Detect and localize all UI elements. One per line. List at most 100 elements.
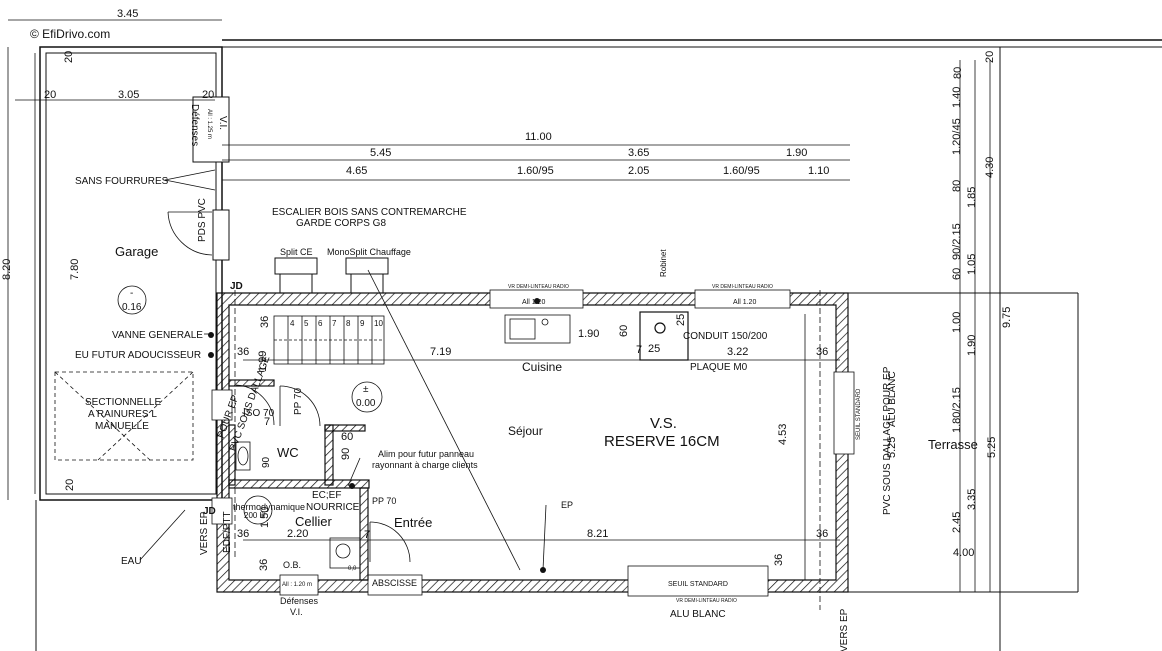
dim-1-90: 1.90	[786, 147, 807, 159]
dim-8-21: 8.21	[587, 528, 608, 540]
ob-label: O.B.	[283, 560, 301, 570]
dim-20: 20	[202, 89, 214, 101]
dim-1-60-95: 1.60/95	[517, 165, 554, 177]
dim-7: 7	[264, 416, 270, 428]
stair-step-6: 6	[318, 319, 323, 328]
terrace-outline	[848, 292, 1079, 593]
dim-80: 80	[952, 67, 964, 79]
dim-4-65: 4.65	[346, 165, 367, 177]
seuil-bottom-label: SEUIL STANDARD	[668, 581, 728, 588]
vi-label: V.I.	[217, 116, 228, 130]
jd-label: JD	[230, 281, 243, 292]
seuil-right-label: SEUIL STANDARD	[856, 388, 862, 440]
dim-1-99: 1.99	[257, 351, 269, 372]
room-reserve: RESERVE 16CM	[604, 433, 720, 450]
dim-4-00: 4.00	[953, 547, 974, 559]
dim-2-20: 2.20	[287, 528, 308, 540]
room-cellier: Cellier	[295, 514, 333, 529]
conduit-label: CONDUIT 150/200	[683, 331, 768, 342]
robinet-label: Robinet	[659, 249, 668, 277]
dim-60: 60	[951, 268, 963, 280]
room-names: Garage Cuisine Séjour V.S. RESERVE 16CM …	[115, 244, 978, 530]
nourrice-label: NOURRICE	[306, 502, 360, 513]
stair-step-10: 10	[374, 319, 383, 328]
plaque-label: PLAQUE M0	[690, 362, 748, 373]
dim-1-50: 1.50	[259, 507, 271, 528]
dim-4-53: 4.53	[777, 424, 789, 445]
dim-20: 20	[984, 51, 996, 63]
dim-1-60-95: 1.60/95	[723, 165, 760, 177]
dim-36: 36	[773, 554, 785, 566]
markers	[208, 298, 546, 573]
fixtures	[117, 285, 383, 569]
labels: Défenses V.I. All : 1.25 m SANS FOURRURE…	[75, 104, 898, 651]
pp70-label: PP 70	[372, 496, 396, 506]
dim-36: 36	[237, 346, 249, 358]
dim-1-90: 1.90	[578, 328, 599, 340]
level-plus-minus: ±	[363, 384, 369, 395]
wc-90-label: 90	[261, 456, 272, 468]
dim-9-75: 9.75	[1001, 307, 1013, 328]
manuelle-label: MANUELLE	[95, 421, 149, 432]
dim-3-05: 3.05	[118, 89, 139, 101]
split-units	[274, 257, 389, 293]
jd-label: JD	[203, 506, 216, 517]
house-walls	[211, 289, 855, 597]
dim-1-80-2-15: 1.80/2.15	[951, 387, 963, 433]
right-dimensions: 80 20 1.40 1.20/45 4.30 80 1.85 90/2.15 …	[886, 51, 1013, 559]
dim-20: 20	[44, 89, 56, 101]
stair-step-5: 5	[304, 319, 309, 328]
room-sejour: Séjour	[508, 424, 543, 438]
dim-36: 36	[258, 559, 270, 571]
dimension-lines	[7, 19, 991, 610]
kitchen-sink	[504, 314, 571, 344]
alu-right-label: ALU BLANC	[887, 371, 898, 427]
dim-3-35: 3.35	[966, 489, 978, 510]
dim-25: 25	[675, 314, 687, 326]
defenses-label: Défenses	[189, 104, 200, 146]
dim-36: 36	[259, 316, 271, 328]
all-120-label: All 1.20	[733, 299, 756, 306]
dim-7-19: 7.19	[430, 346, 451, 358]
vr-bottom-label: VR DEMI-LINTEAU RADIO	[676, 598, 737, 604]
edf-ptt-label: EDF/PTT	[222, 511, 233, 553]
stair-step-4: 4	[290, 319, 295, 328]
garage-walls	[35, 39, 1162, 651]
dot-label: 0,0	[348, 566, 357, 572]
thermo-label: thermodynamique	[233, 502, 305, 512]
vr-label: VR DEMI-LINTEAU RADIO	[712, 284, 773, 290]
alim-label: Alim pour futur panneau	[378, 449, 474, 459]
dim-7: 7	[636, 344, 642, 356]
dim-60: 60	[618, 325, 630, 337]
rainures-label: A RAINURES L	[88, 409, 157, 420]
stair-step-9: 9	[360, 319, 365, 328]
dim-5-45: 5.45	[370, 147, 391, 159]
dim-3-45: 3.45	[117, 8, 138, 20]
vr-label: VR DEMI-LINTEAU RADIO	[508, 284, 569, 290]
ballon-label: 200 lit	[244, 511, 266, 520]
level-minus: -	[130, 288, 133, 299]
pp70-label: PP 70	[293, 388, 304, 415]
dim-1-00: 1.00	[951, 312, 963, 333]
sectionnelle-label: SECTIONNELLE	[85, 397, 161, 408]
abscisse-label: ABSCISSE	[372, 578, 417, 588]
dim-2-45: 2.45	[951, 512, 963, 533]
dim-20: 20	[63, 51, 75, 63]
level-0-16: 0.16	[122, 302, 142, 313]
stair-step-7: 7	[332, 319, 337, 328]
door-swings	[167, 211, 411, 563]
room-terrasse: Terrasse	[928, 437, 978, 452]
vers-ep-left-label: VERS EP	[199, 511, 210, 555]
garde-corps-label: GARDE CORPS G8	[296, 218, 386, 229]
dim-90: 90	[340, 448, 352, 460]
dim-1-20-45: 1.20/45	[951, 118, 963, 155]
ep-label: EP	[561, 500, 573, 510]
dim-5-25: 5.25	[986, 437, 998, 458]
monosplit-label: MonoSplit Chauffage	[327, 247, 411, 257]
all-120m-label: All : 1.20 m	[282, 582, 312, 588]
dim-36: 36	[816, 346, 828, 358]
dim-8-20: 8.20	[1, 259, 13, 280]
vanne-generale-label: VANNE GENERALE	[112, 330, 203, 341]
dim-80: 80	[951, 180, 963, 192]
dim-3-65: 3.65	[628, 147, 649, 159]
